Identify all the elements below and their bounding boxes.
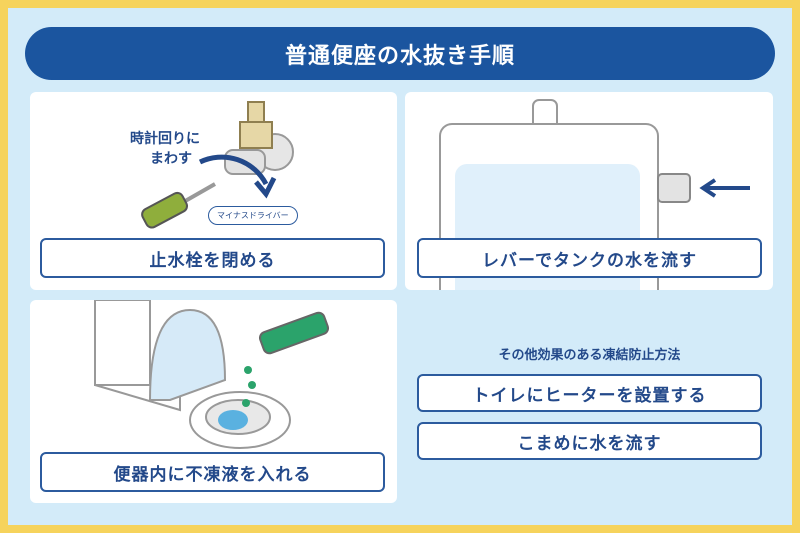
valve-illustration (141, 101, 294, 229)
toilet-illustration (94, 300, 330, 449)
rotate-instruction: 時計回りに (130, 131, 200, 147)
step-button-flush-tank[interactable]: レバーでタンクの水を流す (417, 238, 762, 278)
page-title: 普通便座の水抜き手順 (25, 27, 775, 80)
step-button-close-valve[interactable]: 止水栓を閉める (40, 238, 385, 278)
step-button-antifreeze[interactable]: 便器内に不凍液を入れる (40, 452, 385, 492)
rotate-instruction-2: まわす (150, 151, 192, 167)
other-method-heater[interactable]: トイレにヒーターを設置する (417, 374, 762, 412)
other-method-flush-often[interactable]: こまめに水を流す (417, 422, 762, 460)
other-methods-heading: その他効果のある凍結防止方法 (498, 348, 681, 363)
tool-label: マイナスドライバー (208, 206, 298, 225)
